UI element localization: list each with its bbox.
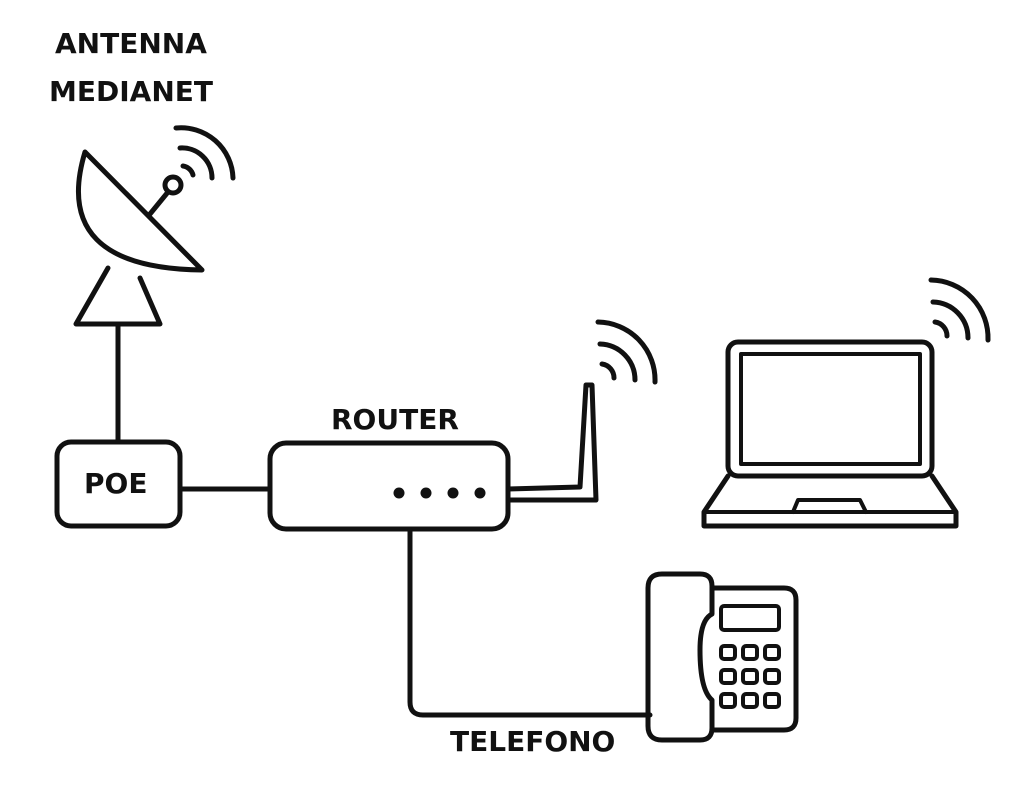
antenna-label-line2: MEDIANET bbox=[49, 75, 213, 108]
router-phone-link bbox=[407, 527, 653, 718]
router-label: ROUTER bbox=[331, 403, 459, 436]
antenna-label-line1: ANTENNA bbox=[55, 27, 207, 60]
desk-phone-icon bbox=[645, 571, 799, 743]
wifi-signal-icon bbox=[928, 277, 991, 343]
wifi-signal-icon bbox=[173, 125, 236, 181]
laptop-icon bbox=[701, 339, 959, 529]
telefono-label: TELEFONO bbox=[450, 725, 616, 758]
wifi-signal-icon bbox=[595, 319, 658, 385]
router-icon bbox=[267, 382, 599, 532]
poe-box bbox=[54, 439, 183, 529]
satellite-dish-icon bbox=[73, 149, 205, 327]
poe-label: POE bbox=[84, 467, 148, 500]
